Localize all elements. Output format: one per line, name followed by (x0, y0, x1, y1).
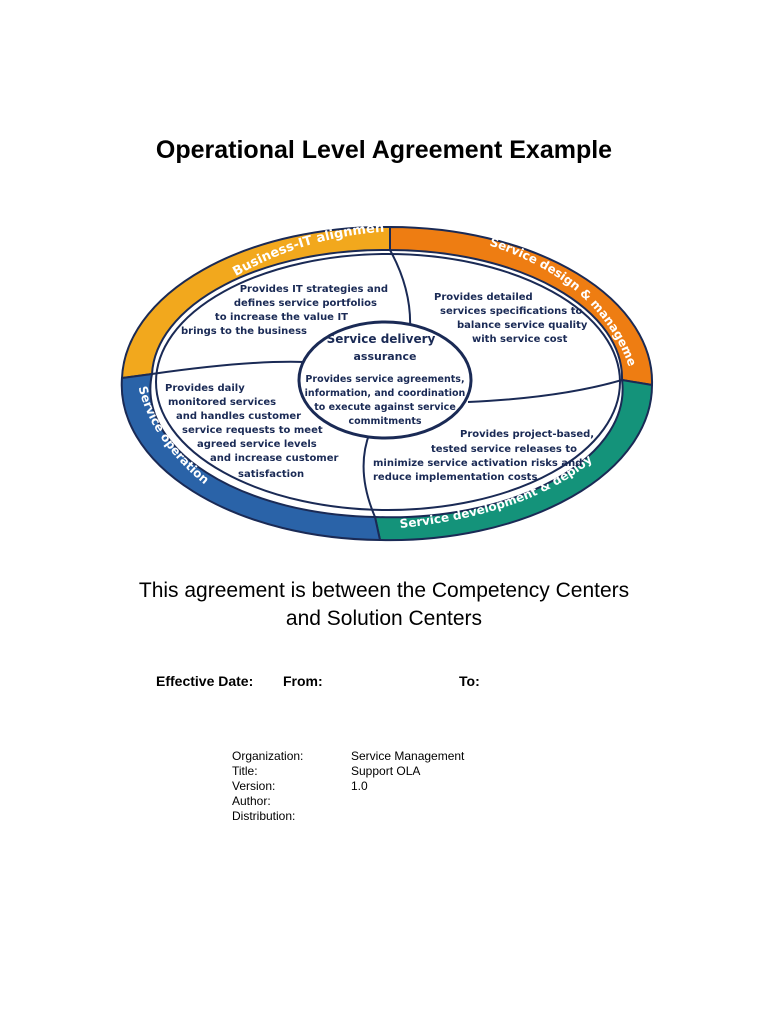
author-label: Author: (232, 794, 271, 809)
svg-text:and increase customer: and increase customer (210, 453, 339, 464)
distribution-label: Distribution: (232, 809, 295, 824)
svg-text:commitments: commitments (348, 416, 421, 427)
version-value: 1.0 (351, 779, 368, 794)
to-label: To: (459, 673, 480, 689)
svg-text:satisfaction: satisfaction (238, 469, 304, 480)
svg-text:Provides daily: Provides daily (165, 383, 245, 394)
svg-text:reduce implementation costs: reduce implementation costs (373, 472, 537, 483)
organization-value: Service Management (351, 749, 464, 764)
svg-text:Provides service agreements,: Provides service agreements, (305, 374, 464, 385)
svg-text:minimize service activation ri: minimize service activation risks and (373, 458, 582, 469)
svg-text:monitored services: monitored services (168, 397, 276, 408)
title-label: Title: (232, 764, 258, 779)
svg-text:information, and coordination: information, and coordination (305, 388, 466, 399)
svg-text:brings to the business: brings to the business (181, 326, 307, 337)
center-title-line2: assurance (353, 350, 416, 363)
svg-text:Provides project-based,: Provides project-based, (460, 429, 594, 440)
document-title: Operational Level Agreement Example (0, 136, 768, 165)
organization-label: Organization: (232, 749, 303, 764)
svg-text:to execute against service: to execute against service (314, 402, 456, 413)
svg-text:with service cost: with service cost (472, 334, 568, 345)
agreement-line-1: This agreement is between the Competency… (0, 577, 768, 605)
agreement-line-2: and Solution Centers (0, 605, 768, 633)
distribution-row: Distribution: (232, 809, 532, 824)
svg-text:defines service portfolios: defines service portfolios (234, 298, 377, 309)
author-row: Author: (232, 794, 532, 809)
agreement-statement: This agreement is between the Competency… (0, 577, 768, 633)
organization-row: Organization: Service Management (232, 749, 532, 764)
title-row: Title: Support OLA (232, 764, 532, 779)
svg-text:Provides detailed: Provides detailed (434, 292, 533, 303)
version-row: Version: 1.0 (232, 779, 532, 794)
svg-text:and handles customer: and handles customer (176, 411, 301, 422)
center-title-line1: Service delivery (327, 332, 436, 346)
effective-date-label: Effective Date: (156, 673, 253, 689)
svg-text:to increase the value IT: to increase the value IT (215, 312, 348, 323)
title-value: Support OLA (351, 764, 420, 779)
svg-text:service requests to meet: service requests to meet (182, 425, 323, 436)
version-label: Version: (232, 779, 275, 794)
svg-text:agreed service levels: agreed service levels (197, 439, 317, 450)
svg-text:services specifications to: services specifications to (440, 306, 583, 317)
document-metadata: Organization: Service Management Title: … (232, 749, 532, 824)
service-lifecycle-diagram: Business-IT alignment Service design & m… (0, 210, 768, 550)
from-label: From: (283, 673, 323, 689)
svg-text:balance service quality: balance service quality (457, 320, 588, 331)
svg-text:tested service releases to: tested service releases to (431, 444, 577, 455)
svg-text:Provides IT strategies and: Provides IT strategies and (240, 284, 388, 295)
